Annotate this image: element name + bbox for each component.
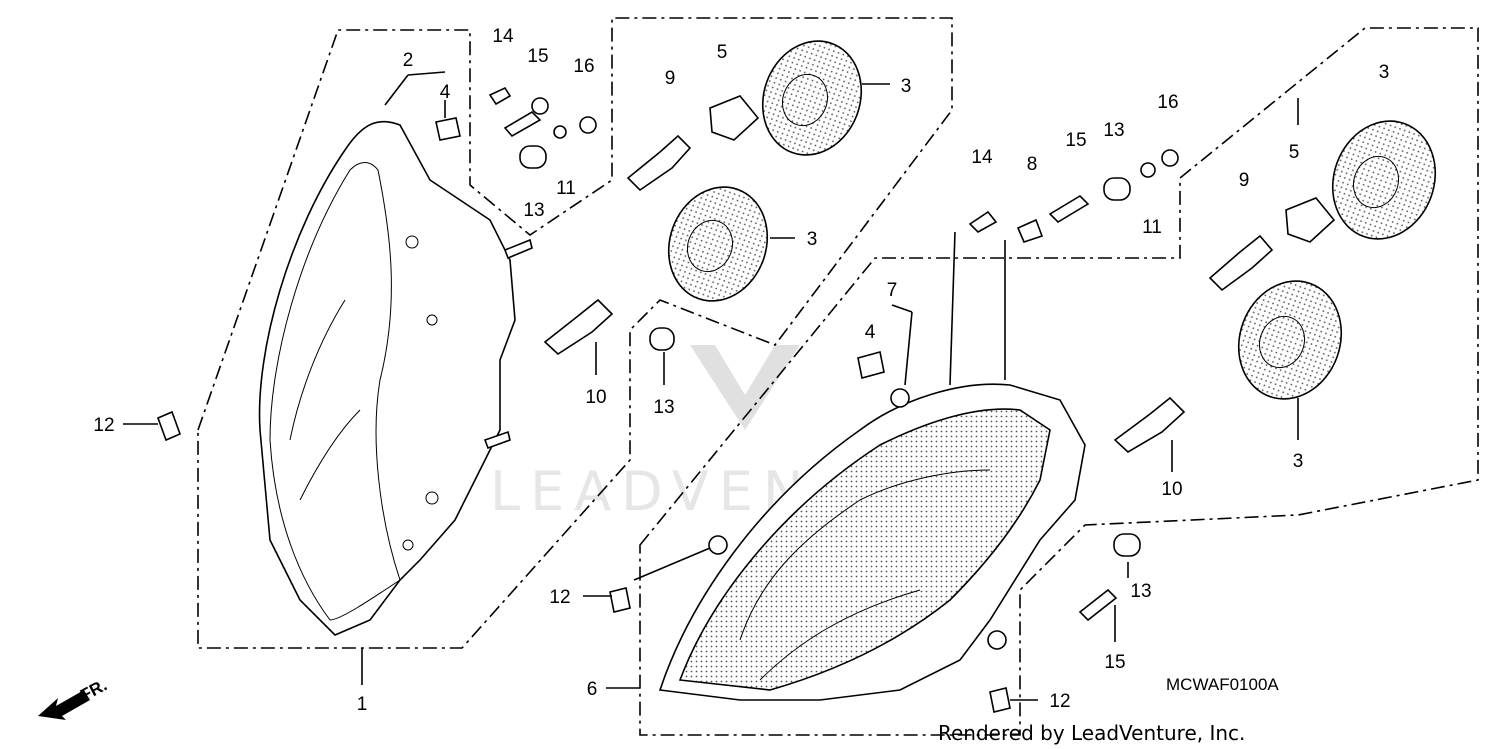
left-assembly-boundary <box>197 17 953 649</box>
label-3-right-upper: 3 <box>1379 62 1390 83</box>
part-12-clip-right-left <box>609 587 631 613</box>
label-15-right: 15 <box>1065 130 1086 151</box>
part-10-bulb-right <box>1113 396 1186 453</box>
left-mount-hole-mid <box>426 314 438 326</box>
label-14-right: 14 <box>971 147 993 168</box>
left-bulbs-and-covers <box>543 40 863 356</box>
part-15-head-left <box>531 97 549 115</box>
left-headlight-housing <box>258 120 516 636</box>
label-11-right: 11 <box>1142 217 1162 238</box>
leader-lines <box>123 71 1299 701</box>
right-mount-hole-left <box>708 535 728 555</box>
part-3-cover-right-upper-inner <box>1352 155 1400 209</box>
label-10-right: 10 <box>1161 479 1182 500</box>
left-lens-outline <box>269 162 401 621</box>
part-3-cover-right-lower <box>1237 280 1343 400</box>
part-9-bulb-left <box>626 134 692 192</box>
label-4-left: 4 <box>440 82 451 103</box>
part-15-screw-left <box>503 110 542 138</box>
part-3-cover-left-lower-inner <box>686 219 734 273</box>
part-13-grommet-left <box>519 145 547 169</box>
part-13-grommet-center <box>649 327 675 351</box>
part-15-screw-right-bottom <box>1078 588 1118 622</box>
part-10-bulb-left <box>543 298 614 356</box>
watermark-logo <box>690 345 800 430</box>
label-6: 6 <box>587 679 598 700</box>
right-assembly-boundary <box>639 27 1479 736</box>
right-hardware <box>609 149 1179 713</box>
left-hardware <box>156 86 675 442</box>
left-lens-inner-curve-2 <box>299 409 361 501</box>
label-4-right: 4 <box>865 322 876 343</box>
left-mount-hole-lower <box>402 539 414 551</box>
left-lens-inner-curve <box>289 299 346 441</box>
part-8-nut-right <box>1016 218 1044 243</box>
label-13-left: 13 <box>523 200 544 221</box>
left-adjuster-stud-bottom <box>483 430 511 450</box>
part-9-bulb-right <box>1208 234 1274 292</box>
right-bulbs-and-covers <box>1113 120 1437 453</box>
left-mount-hole-bottom <box>425 491 439 505</box>
part-4-collar-right <box>857 351 885 379</box>
left-mount-hole-top <box>405 235 419 249</box>
label-8: 8 <box>1027 154 1038 175</box>
label-13-center: 13 <box>653 397 674 418</box>
right-mount-hole-top <box>890 388 910 408</box>
part-16-nut-right <box>1161 149 1179 167</box>
part-labels: 1 2 4 14 15 16 11 13 9 5 3 3 12 10 13 12… <box>93 26 1389 715</box>
label-11-left: 11 <box>556 178 576 199</box>
label-10-left: 10 <box>585 387 606 408</box>
label-13-right-top: 13 <box>1103 120 1124 141</box>
label-9-left: 9 <box>665 68 676 89</box>
label-5-right: 5 <box>1289 142 1300 163</box>
label-7: 7 <box>887 280 898 301</box>
right-headlight-lens <box>678 408 1051 691</box>
label-14-left: 14 <box>492 26 514 47</box>
part-3-cover-right-lower-inner <box>1258 315 1306 369</box>
part-3-cover-left-upper <box>761 40 863 156</box>
part-16-nut-left <box>579 116 597 134</box>
part-3-cover-left-lower <box>667 186 769 302</box>
part-12-clip-right-bottom <box>989 687 1011 713</box>
part-15-screw-right <box>1048 194 1090 224</box>
part-12-clip-left <box>156 410 182 442</box>
label-12-right-left: 12 <box>549 587 570 608</box>
part-5-socket-right <box>1285 197 1336 243</box>
part-11-washer-left <box>553 125 567 139</box>
left-adjuster-stud-top <box>503 238 533 260</box>
diagram-code: MCWAF0100A <box>1166 675 1279 694</box>
part-3-cover-left-upper-inner <box>781 73 829 127</box>
part-11-washer-right <box>1140 162 1156 178</box>
left-headlight-assembly <box>197 17 953 649</box>
label-3-right-lower: 3 <box>1293 451 1304 472</box>
front-direction-indicator: FR. <box>38 675 110 720</box>
label-3-left-upper: 3 <box>901 76 912 97</box>
label-5-left: 5 <box>717 42 728 63</box>
right-headlight-assembly <box>639 27 1479 736</box>
label-12-left: 12 <box>93 415 114 436</box>
part-14-screw-right <box>968 210 998 233</box>
part-3-cover-right-upper <box>1331 120 1437 240</box>
part-4-collar-left <box>435 117 461 141</box>
credit-text: Rendered by LeadVenture, Inc. <box>938 721 1245 745</box>
label-15-right-bottom: 15 <box>1104 652 1125 673</box>
label-2: 2 <box>403 50 414 71</box>
label-16-right: 16 <box>1157 92 1178 113</box>
right-lens-reflector-2 <box>759 589 921 681</box>
label-3-left-lower: 3 <box>807 229 818 250</box>
part-5-socket-left <box>709 95 760 141</box>
right-lens-reflector <box>739 469 991 641</box>
part-13-grommet-right-top <box>1103 177 1131 201</box>
label-15-left: 15 <box>527 46 548 67</box>
label-16-left: 16 <box>573 56 594 77</box>
label-9-right: 9 <box>1239 170 1250 191</box>
label-12-right-bottom: 12 <box>1049 691 1070 712</box>
right-mount-hole-bottom <box>987 630 1007 650</box>
part-14-screw-left <box>488 86 512 106</box>
label-1: 1 <box>357 694 368 715</box>
label-13-right-bottom: 13 <box>1130 581 1151 602</box>
part-13-grommet-right-bottom <box>1113 533 1141 557</box>
